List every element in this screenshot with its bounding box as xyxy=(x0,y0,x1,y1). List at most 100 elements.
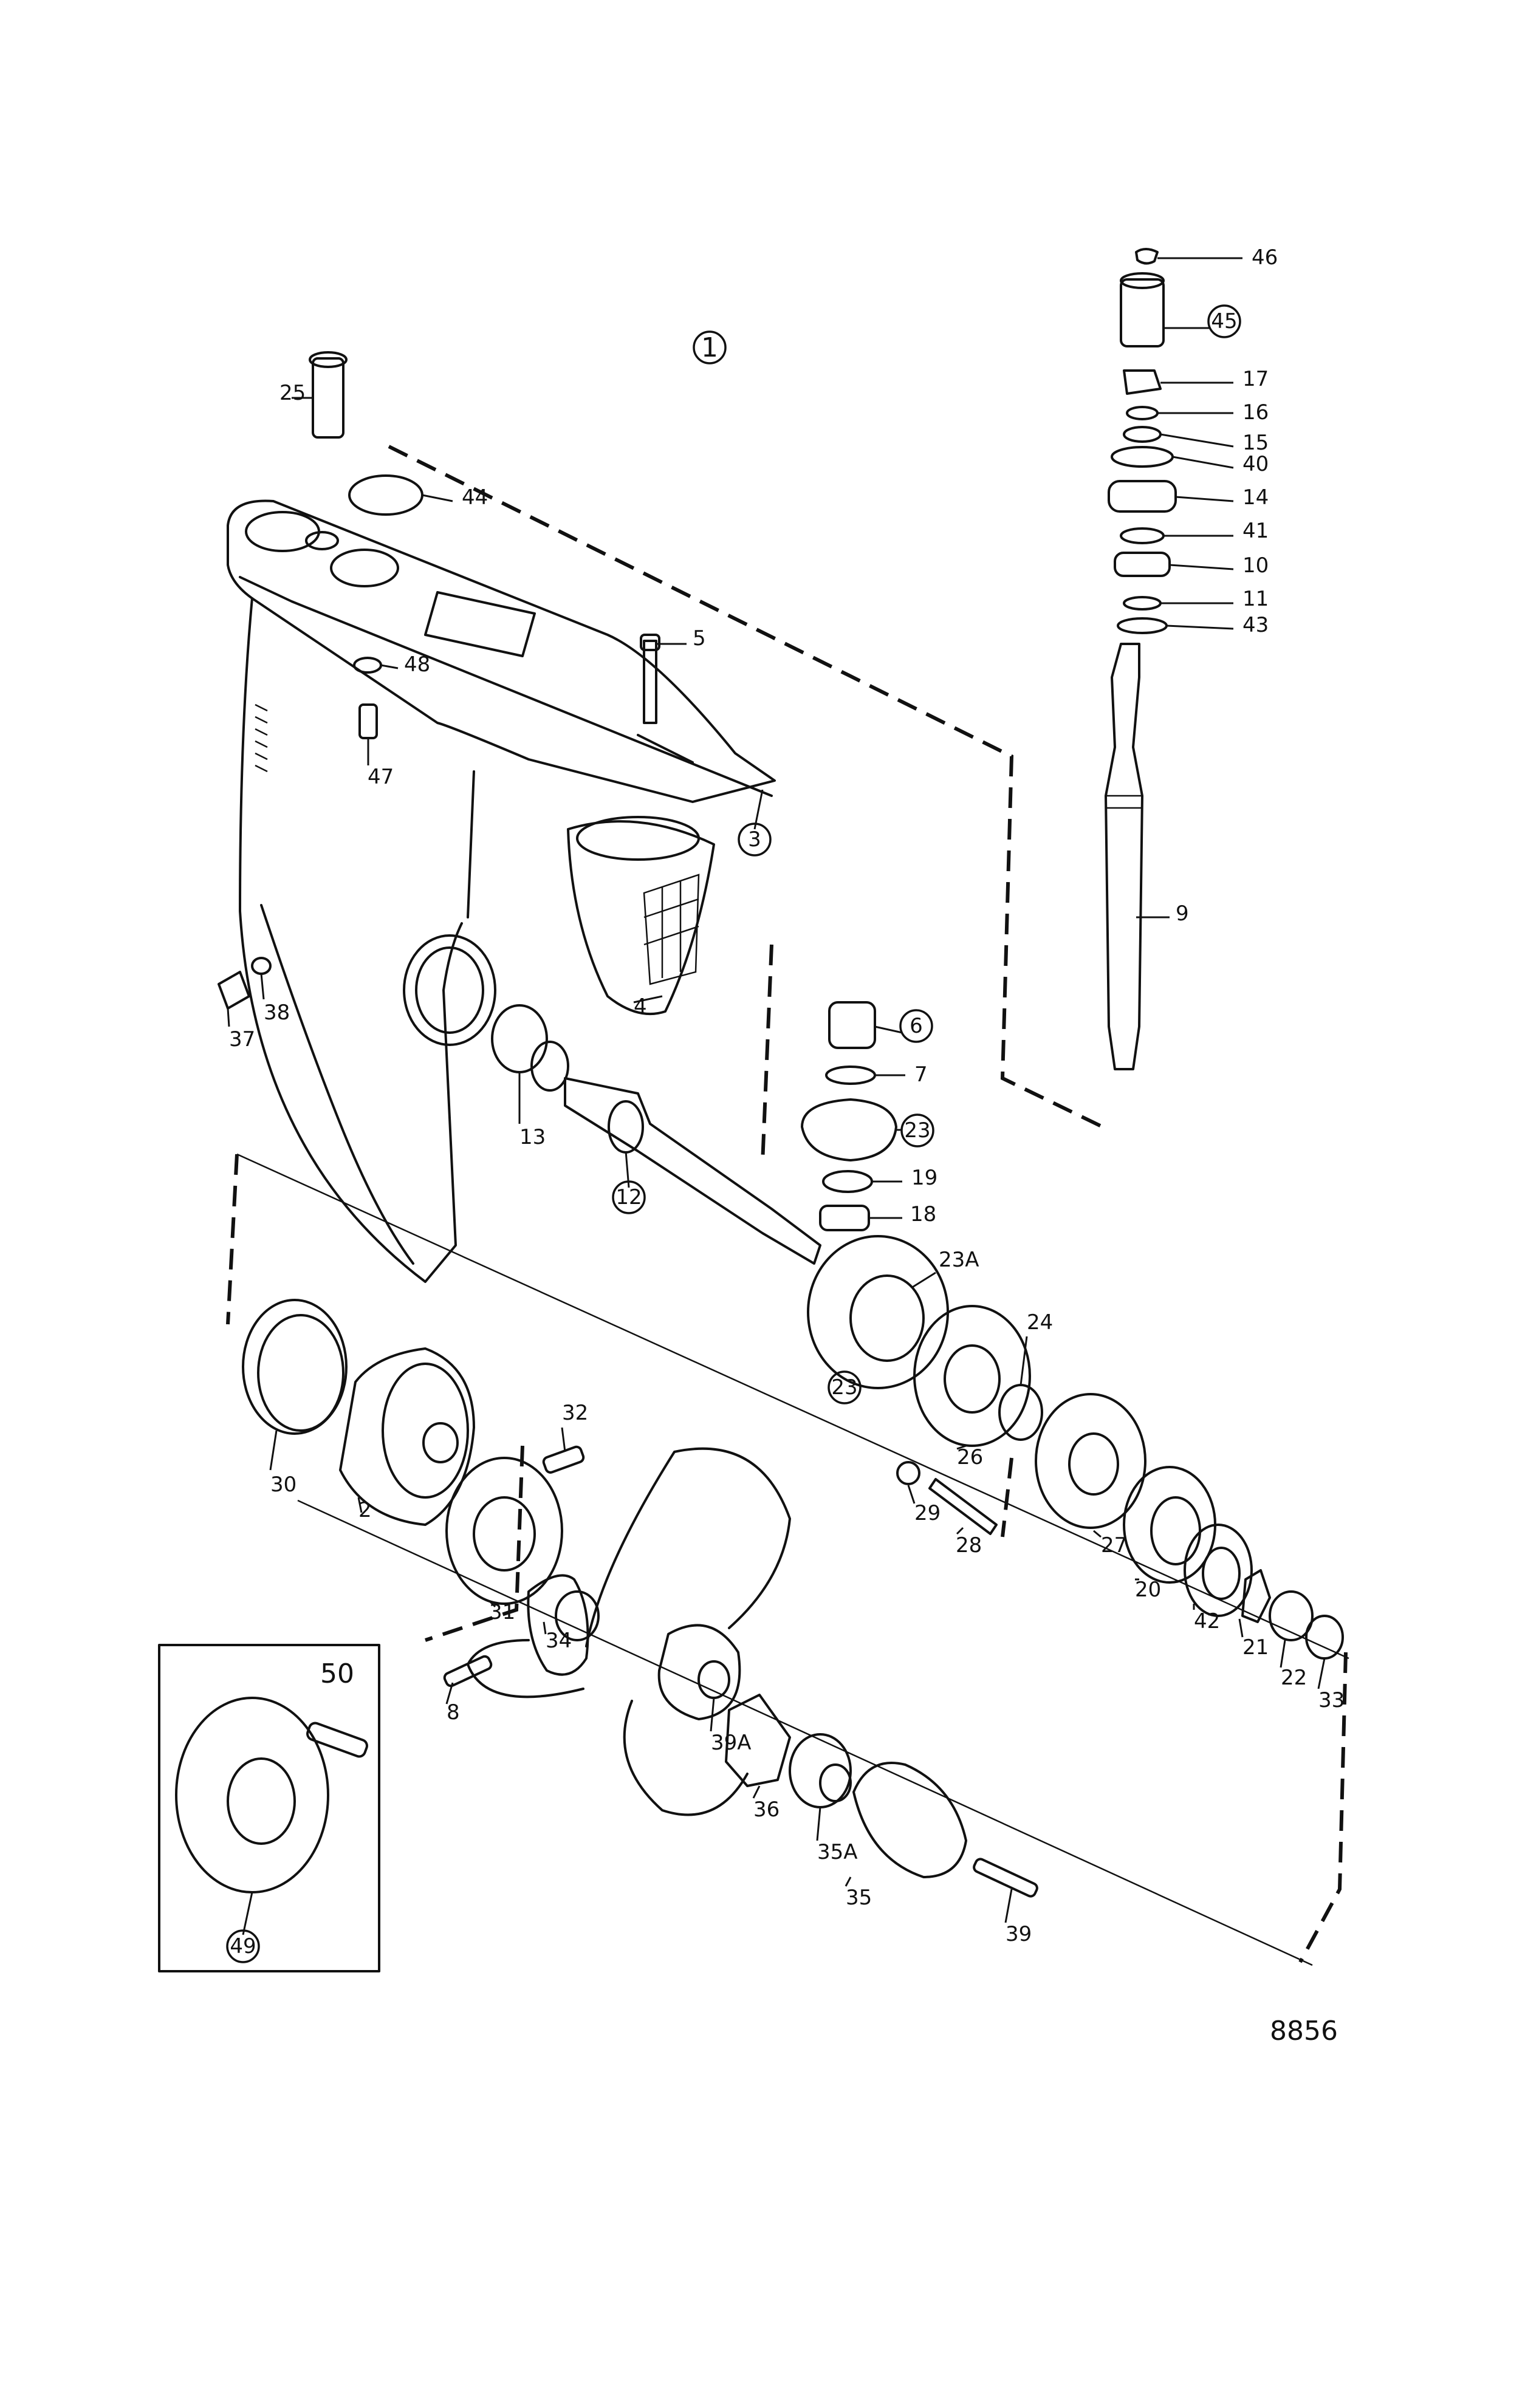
leader-line xyxy=(1238,1618,1244,1638)
part-number: 39A xyxy=(711,1731,752,1755)
part-number: 42 xyxy=(1194,1609,1220,1633)
leader-line xyxy=(816,1807,821,1841)
drawing-number: 8856 xyxy=(1270,2016,1338,2047)
part-number: 9 xyxy=(1176,901,1189,926)
part-callout-p3: 3 xyxy=(738,789,772,857)
inset-callout-label: 50 xyxy=(320,1658,354,1689)
small-parts-top xyxy=(218,351,660,1010)
leader-line xyxy=(260,973,265,1000)
part-callout-p34: 34 xyxy=(543,1621,572,1653)
part-number: 45 xyxy=(1211,309,1237,333)
part-number: 16 xyxy=(1242,400,1269,425)
part-number: 7 xyxy=(914,1062,928,1087)
part-callout-p42: 42 xyxy=(1193,1604,1220,1633)
leader-line xyxy=(1004,1889,1013,1923)
part-callout-p18: 18 xyxy=(869,1202,936,1226)
part-callout-p40: 40 xyxy=(1172,452,1269,476)
leader-line xyxy=(753,789,764,830)
part-number: 36 xyxy=(753,1797,780,1822)
leader-line xyxy=(845,1876,852,1887)
part-callout-p17: 17 xyxy=(1160,367,1269,391)
part-callout-p41: 41 xyxy=(1163,519,1269,543)
part-number: 35A xyxy=(817,1840,858,1864)
part-callout-p25: 25 xyxy=(279,381,313,405)
propeller xyxy=(467,1447,1038,1898)
part-callout-p30: 30 xyxy=(269,1430,296,1497)
part-number: 41 xyxy=(1242,519,1269,543)
part-number: 23 xyxy=(831,1375,857,1400)
part-number: 13 xyxy=(519,1125,546,1149)
part-callout-p28: 28 xyxy=(956,1527,982,1558)
part-callout-p48: 48 xyxy=(380,652,430,677)
part-callout-p43: 43 xyxy=(1166,613,1269,637)
leader-line xyxy=(907,1485,916,1504)
leader-line xyxy=(1169,564,1234,570)
part-callout-p27: 27 xyxy=(1093,1530,1127,1558)
part-callout-p36: 36 xyxy=(752,1785,780,1822)
part-number: 46 xyxy=(1252,245,1278,270)
leader-line xyxy=(242,1892,253,1935)
part-callout-p14: 14 xyxy=(1175,485,1269,510)
leader-line xyxy=(227,1008,230,1027)
part-callout-p10: 10 xyxy=(1169,553,1269,578)
part-callout-p15: 15 xyxy=(1160,431,1269,455)
leader-line xyxy=(1280,1640,1286,1668)
part-number: 28 xyxy=(956,1533,982,1558)
part-number: 10 xyxy=(1242,553,1269,578)
part-number: 49 xyxy=(230,1934,256,1958)
part-number: 44 xyxy=(462,485,488,510)
part-callout-p46: 46 xyxy=(1157,245,1278,270)
part-number: 48 xyxy=(404,652,430,677)
leader-line xyxy=(1093,1530,1102,1538)
part-number: 18 xyxy=(910,1202,936,1226)
part-callout-p4: 4 xyxy=(633,994,663,1019)
part-callout-p26: 26 xyxy=(956,1445,983,1469)
part-number: 3 xyxy=(748,827,761,852)
leader-line xyxy=(1175,496,1234,502)
callout-circle xyxy=(226,1929,260,1963)
leader-line xyxy=(1160,433,1234,448)
part-callout-p21: 21 xyxy=(1238,1618,1269,1660)
part-number: 25 xyxy=(279,381,306,405)
part-number: 35 xyxy=(846,1886,872,1910)
part-number: 19 xyxy=(911,1166,937,1190)
part-number: 5 xyxy=(693,626,706,651)
part-number: 33 xyxy=(1318,1688,1345,1712)
part-callout-p44: 44 xyxy=(422,485,488,510)
leader-line xyxy=(1166,624,1234,630)
leader-line xyxy=(1317,1658,1326,1689)
drive-shaft-assembly xyxy=(1105,248,1177,1070)
part-callout-p9: 9 xyxy=(1136,901,1189,926)
part-callout-p16: 16 xyxy=(1157,400,1269,425)
leader-line xyxy=(956,1445,967,1450)
part-number: 27 xyxy=(1101,1533,1127,1558)
part-number: 24 xyxy=(1027,1310,1053,1335)
callout-circle xyxy=(1207,304,1241,338)
part-callout-p8: 8 xyxy=(445,1682,460,1725)
leader-line xyxy=(445,1682,454,1705)
part-callout-p6: 6 xyxy=(874,1009,933,1043)
part-callout-p5: 5 xyxy=(656,626,706,651)
leader-line xyxy=(633,995,663,1004)
part-callout-p35: 35 xyxy=(845,1876,872,1910)
part-number: 39 xyxy=(1006,1922,1032,1946)
part-number: 20 xyxy=(1135,1578,1161,1602)
part-number: 38 xyxy=(264,1000,290,1025)
part-callout-p33: 33 xyxy=(1317,1658,1345,1712)
part-callout-p2: 2 xyxy=(357,1497,372,1522)
part-number: 15 xyxy=(1242,431,1269,455)
part-callout-p13: 13 xyxy=(518,1072,546,1149)
part-callout-p39: 39 xyxy=(1004,1889,1032,1946)
part-number: 30 xyxy=(270,1473,296,1497)
part-callout-p11: 11 xyxy=(1160,587,1269,611)
part-callout-p7: 7 xyxy=(875,1062,928,1087)
part-callout-p38: 38 xyxy=(260,973,290,1025)
leader-line xyxy=(752,1785,761,1799)
part-number: 43 xyxy=(1242,613,1269,637)
part-number: 17 xyxy=(1242,367,1269,391)
leader-line xyxy=(269,1430,278,1471)
part-number: 34 xyxy=(546,1629,572,1653)
part-number: 21 xyxy=(1242,1635,1269,1660)
part-number: 23A xyxy=(939,1248,979,1272)
part-number: 6 xyxy=(910,1014,923,1038)
